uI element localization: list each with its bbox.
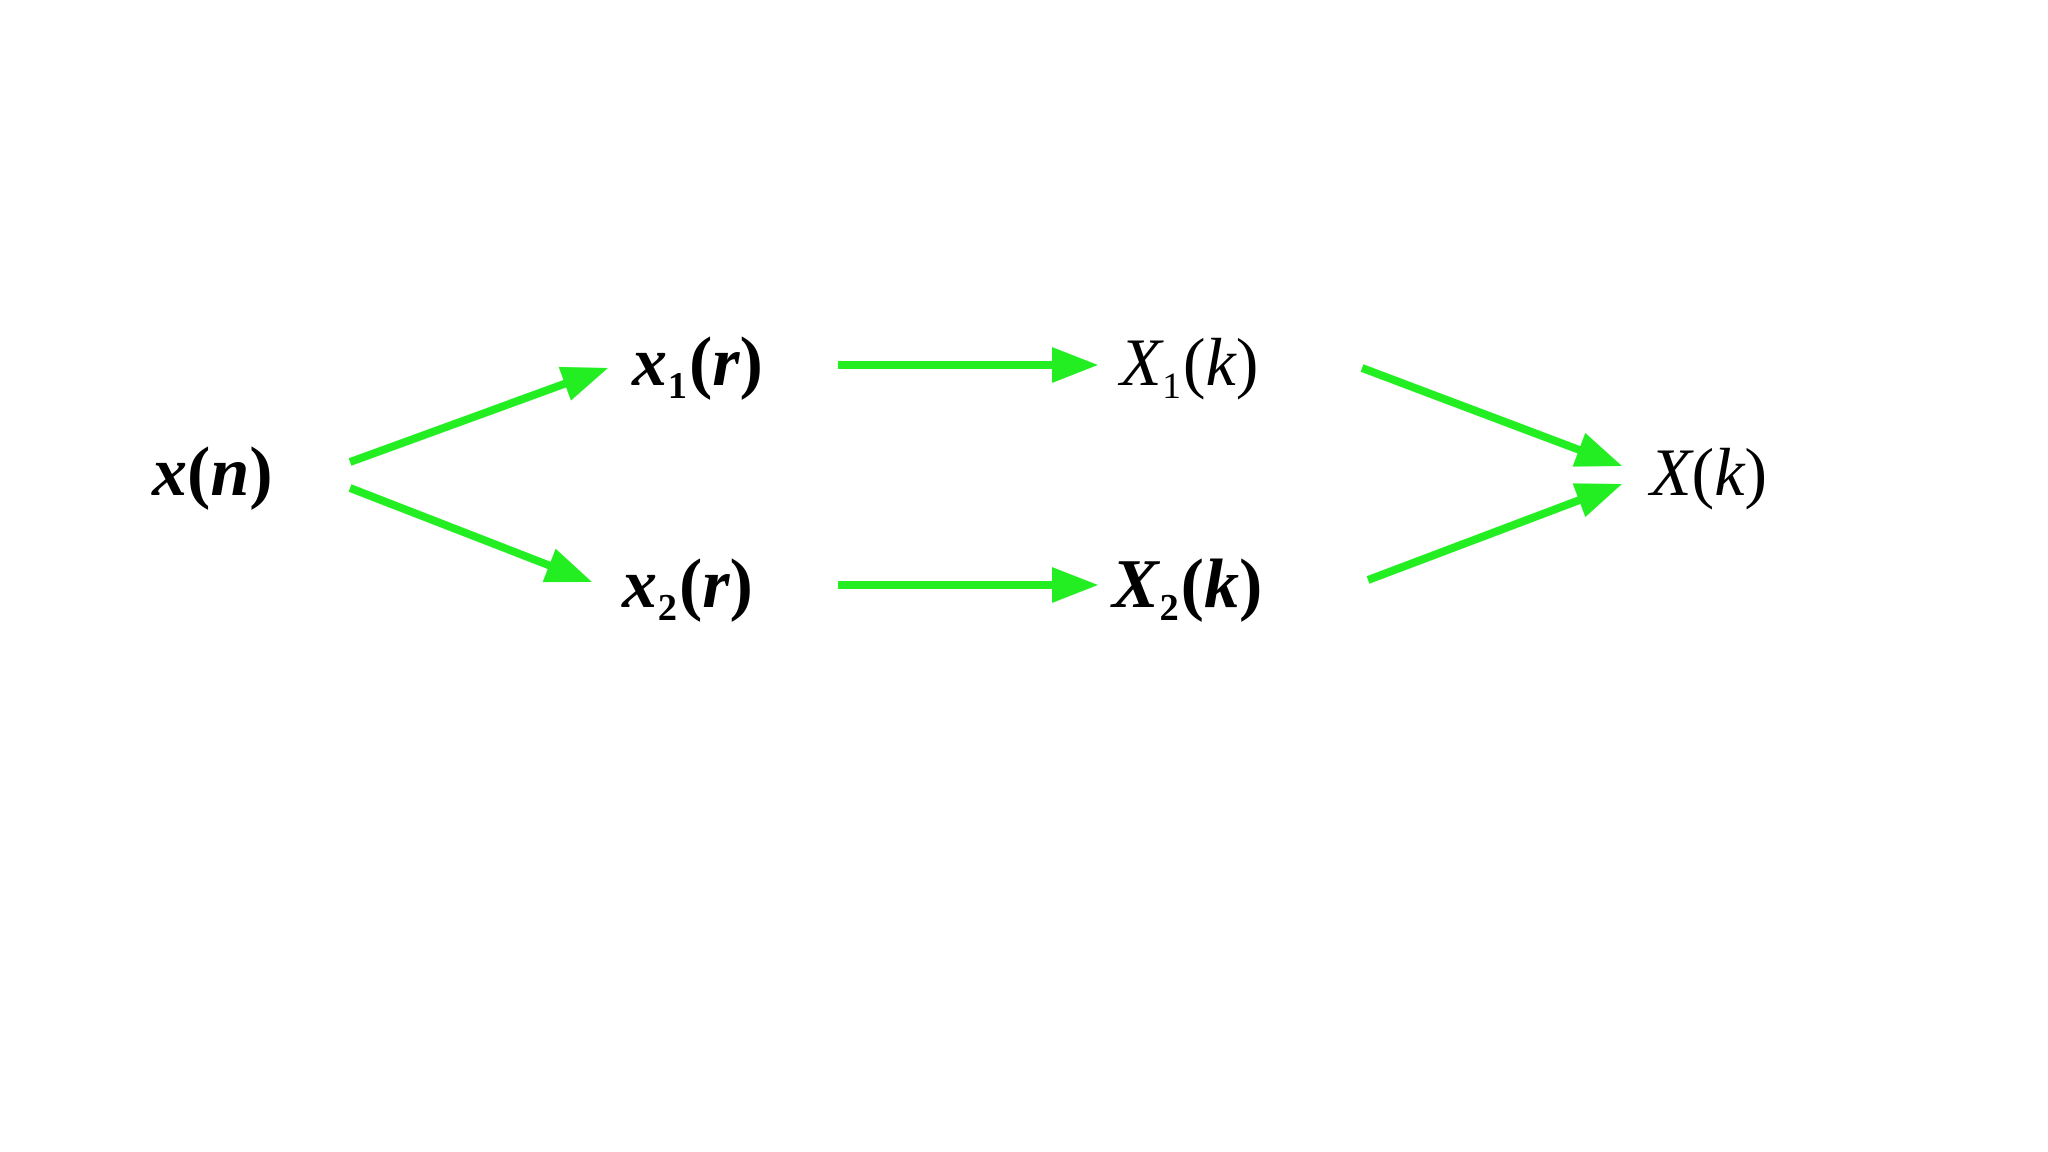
arrow-x1r-to-X1k [838, 347, 1098, 383]
node-x2-r-close-paren: ) [729, 546, 753, 623]
arrow-x2r-to-X2k [838, 567, 1098, 603]
node-x2-r-open-paren: ( [678, 546, 703, 623]
arrow-head [542, 548, 592, 583]
arrow-head [1052, 347, 1098, 383]
node-X-k-open-paren: ( [1691, 434, 1715, 510]
node-X-k-var: X [1650, 434, 1692, 510]
node-X2-k-var: X [1112, 546, 1159, 623]
node-x-n-close-paren: ) [249, 434, 273, 511]
node-x2-r-arg: r [702, 546, 730, 623]
arrow-shaft [1360, 364, 1585, 455]
arrow-shaft [1366, 495, 1585, 584]
arrow-xn-to-x2r [348, 484, 592, 583]
node-x1-r-arg: r [712, 324, 740, 401]
node-x1-r-var: x [632, 324, 667, 401]
node-x2-r-var: x [622, 546, 657, 623]
node-x1-r-close-paren: ) [739, 324, 763, 401]
node-X1-k-sub: 1 [1162, 366, 1181, 408]
arrow-X1k-to-Xk [1360, 364, 1622, 467]
arrow-head [1572, 483, 1622, 518]
node-x1-r-open-paren: ( [688, 324, 713, 401]
node-X2-k-close-paren: ) [1238, 546, 1263, 623]
node-x-n-var: x [152, 434, 187, 511]
arrow-head [1052, 567, 1098, 603]
node-X-k: X(k) [1650, 438, 1767, 506]
node-x-n-arg: n [210, 434, 250, 511]
node-X-k-close-paren: ) [1744, 434, 1768, 510]
node-X2-k-open-paren: ( [1180, 546, 1204, 623]
node-X1-k: X1(k) [1120, 328, 1258, 405]
arrow-X2k-to-Xk [1366, 483, 1622, 584]
node-x1-r: x1(r) [632, 328, 763, 406]
node-X1-k-arg: k [1205, 324, 1236, 400]
arrow-head [1572, 432, 1622, 467]
arrow-shaft [348, 484, 555, 571]
node-X1-k-var: X [1120, 324, 1162, 400]
arrow-xn-to-x1r [348, 366, 608, 466]
node-X2-k: X2(k) [1112, 550, 1262, 628]
arrow-head [558, 366, 608, 401]
node-x2-r-sub: 2 [657, 587, 678, 630]
arrow-shaft [348, 378, 570, 466]
node-x1-r-sub: 1 [667, 365, 688, 408]
node-X2-k-arg: k [1203, 546, 1239, 623]
node-x-n-open-paren: ( [187, 434, 211, 511]
node-X-k-arg: k [1714, 434, 1745, 510]
node-X1-k-close-paren: ) [1235, 324, 1259, 400]
node-X1-k-open-paren: ( [1182, 324, 1206, 400]
node-X2-k-sub: 2 [1159, 587, 1179, 630]
node-x-n: x(n) [152, 438, 273, 508]
node-x2-r: x2(r) [622, 550, 753, 628]
